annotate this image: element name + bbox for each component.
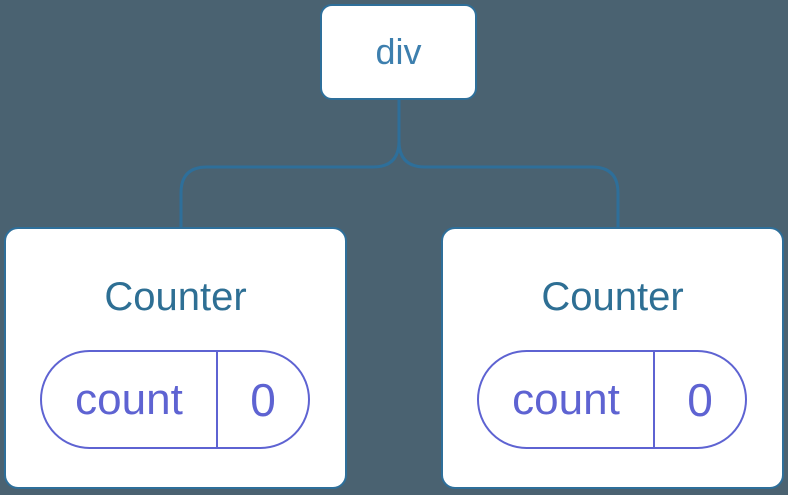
connector-right-branch <box>397 140 620 229</box>
state-pill: count 0 <box>40 350 310 449</box>
state-key-label: count <box>512 374 620 424</box>
state-value-label: 0 <box>687 373 713 426</box>
tree-node-counter-right: Counter count 0 <box>441 227 784 489</box>
state-pill-divider <box>216 352 218 447</box>
root-node-label: div <box>375 31 422 72</box>
state-value-label: 0 <box>250 373 276 426</box>
state-key-label: count <box>75 374 183 424</box>
component-title: Counter <box>541 275 684 319</box>
connector-left-branch <box>179 99 401 229</box>
tree-node-counter-left: Counter count 0 <box>4 227 347 489</box>
component-title: Counter <box>104 275 247 319</box>
state-pill-divider <box>653 352 655 447</box>
state-pill: count 0 <box>477 350 747 449</box>
tree-node-div: div <box>320 4 477 100</box>
